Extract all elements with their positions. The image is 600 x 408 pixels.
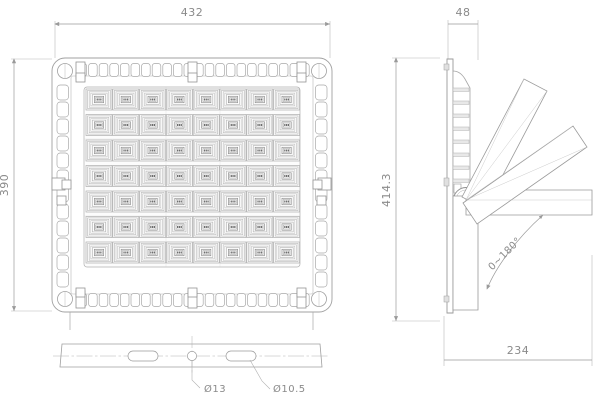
bracket-top-view: Ø13 Ø10.5 (53, 336, 330, 395)
dimension-total-height-4143: 414.3 (380, 57, 440, 322)
side-mounting-lugs (443, 63, 462, 303)
dimension-label-bracket-span: 234 (507, 344, 530, 357)
corner-screw-bosses (57, 63, 327, 307)
bracket-center-hole (187, 351, 197, 361)
bracket-slot-right (225, 350, 257, 362)
dimension-bracket-span-234: 234 (443, 255, 593, 366)
leader-center-hole: Ø13 (191, 360, 226, 395)
annotation-label-center-hole: Ø13 (204, 383, 226, 395)
side-view: 48 414.3 234 (380, 6, 593, 366)
pivot-construction-rays (465, 78, 592, 201)
dimension-label-width: 432 (181, 6, 204, 19)
annotation-label-tilt-range: 0~180° (487, 236, 524, 273)
dimension-depth-48: 48 (447, 6, 479, 60)
leader-slot-hole: Ø10.5 (249, 359, 306, 395)
dimension-label-depth: 48 (456, 6, 471, 19)
front-bracket-stub (69, 312, 314, 330)
annotation-tilt-range: 0~180° (487, 214, 544, 290)
annotation-label-slot-hole: Ø10.5 (273, 383, 306, 395)
dimension-height-390: 390 (0, 58, 52, 312)
side-body-profile (446, 58, 454, 314)
dimension-label-total-height: 414.3 (380, 173, 393, 207)
front-view: 432 390 (0, 6, 333, 330)
front-mounting-lugs (51, 61, 332, 309)
led-panel-division-lines (84, 87, 300, 267)
dimension-label-height: 390 (0, 174, 11, 197)
dimension-width-432: 432 (54, 6, 331, 58)
bracket-slot-left (127, 350, 159, 362)
